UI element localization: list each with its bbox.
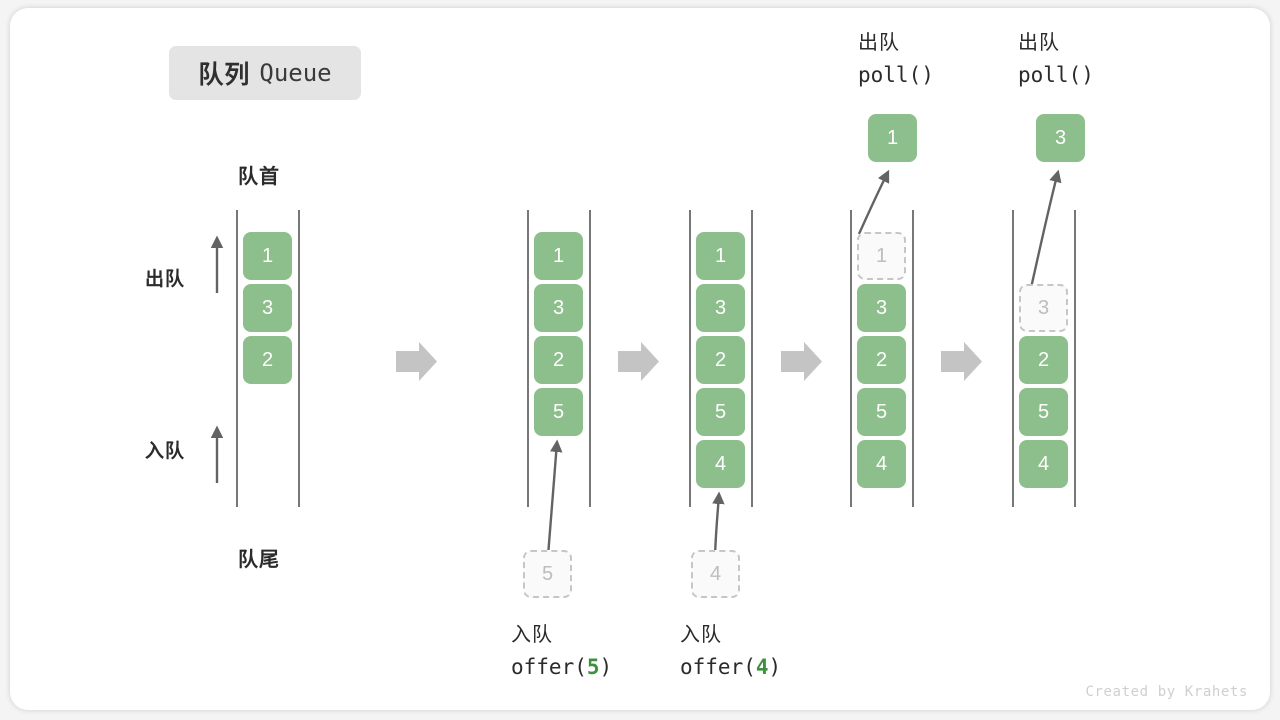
- queue-cell: 4: [1019, 440, 1068, 488]
- queue-cell: 5: [1019, 388, 1068, 436]
- poll-2-caption: 出队 poll(): [1018, 28, 1094, 92]
- watermark: Created by Krahets: [1085, 684, 1248, 700]
- offer-5-caption: 入队 offer(5): [511, 620, 612, 684]
- queue-cell: 3: [534, 284, 583, 332]
- title-cn: 队列: [198, 61, 251, 89]
- queue-rails-col3: [689, 210, 753, 507]
- title-en: Queue: [259, 59, 332, 87]
- dequeue-label: 出队: [145, 269, 186, 290]
- ghost-cell-outgoing-3: 3: [1019, 284, 1068, 332]
- queue-cell: 5: [857, 388, 906, 436]
- offer-5-caption-cn: 入队: [511, 624, 553, 646]
- poll-1-caption: 出队 poll(): [858, 28, 934, 92]
- offer-5-arrow: [546, 439, 563, 557]
- queue-cell: 3: [857, 284, 906, 332]
- offer-4-caption: 入队 offer(4): [680, 620, 781, 684]
- queue-cell: 2: [696, 336, 745, 384]
- queue-cell-incoming: 5: [534, 388, 583, 436]
- queue-cell: 2: [1019, 336, 1068, 384]
- queue-cell: 5: [696, 388, 745, 436]
- queue-rails-col2: [527, 210, 591, 507]
- poll-1-caption-code: poll(): [858, 63, 934, 87]
- ghost-cell-incoming-5: 5: [523, 550, 572, 598]
- enqueue-label: 入队: [145, 441, 186, 462]
- offer-4-caption-cn: 入队: [680, 624, 722, 646]
- queue-cell: 2: [534, 336, 583, 384]
- queue-cell: 3: [243, 284, 292, 332]
- queue-rails-col4: [850, 210, 914, 507]
- offer-4-caption-code: offer(4): [680, 655, 782, 679]
- popped-cell-3: 3: [1036, 114, 1085, 162]
- step-arrow-2: [618, 342, 659, 381]
- poll-1-arrow: [857, 169, 890, 235]
- queue-tail-label: 队尾: [238, 549, 280, 571]
- poll-1-caption-cn: 出队: [858, 32, 900, 54]
- title-badge: 队列 Queue: [169, 46, 361, 100]
- step-arrow-4: [941, 342, 982, 381]
- offer-5-caption-code: offer(5): [511, 655, 613, 679]
- queue-cell: 1: [534, 232, 583, 280]
- queue-cell: 1: [243, 232, 292, 280]
- ghost-cell-outgoing-1: 1: [857, 232, 906, 280]
- poll-3-arrow: [1029, 169, 1062, 289]
- offer-4-arrow: [712, 491, 725, 557]
- popped-cell-1: 1: [868, 114, 917, 162]
- queue-cell: 3: [696, 284, 745, 332]
- poll-2-caption-cn: 出队: [1018, 32, 1060, 54]
- queue-cell-incoming: 4: [696, 440, 745, 488]
- poll-2-caption-code: poll(): [1018, 63, 1094, 87]
- queue-rails-col5: [1012, 210, 1076, 507]
- step-arrow-3: [781, 342, 822, 381]
- queue-cell: 1: [696, 232, 745, 280]
- queue-cell: 4: [857, 440, 906, 488]
- queue-rails-col1: [236, 210, 300, 507]
- queue-head-label: 队首: [238, 166, 280, 188]
- step-arrow-1: [396, 342, 437, 381]
- queue-cell: 2: [857, 336, 906, 384]
- ghost-cell-incoming-4: 4: [691, 550, 740, 598]
- queue-cell: 2: [243, 336, 292, 384]
